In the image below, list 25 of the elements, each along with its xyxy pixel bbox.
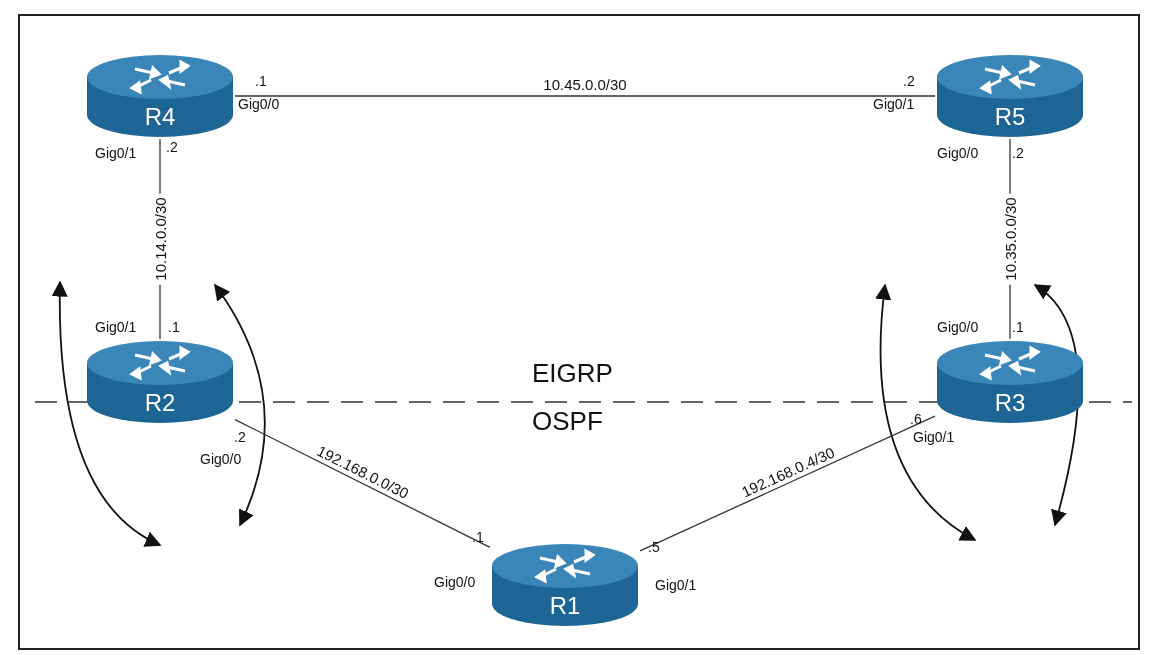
router-label: R5 (993, 105, 1027, 129)
interface-label: .5 (648, 540, 660, 554)
interface-label: .1 (472, 530, 484, 544)
edge-label: 10.35.0.0/30 (1002, 193, 1018, 285)
interface-label: .2 (166, 140, 178, 154)
interface-label: .6 (910, 412, 922, 426)
interface-label: .2 (1012, 146, 1024, 160)
interface-label: Gig0/1 (655, 578, 697, 592)
router-label: R3 (993, 391, 1027, 415)
link-line (234, 95, 936, 97)
interface-label: .1 (1012, 320, 1024, 334)
interface-label: .1 (168, 320, 180, 334)
router-label: R4 (143, 105, 177, 129)
interface-label: .1 (255, 74, 267, 88)
link-line (639, 415, 936, 552)
routing-domain-label: OSPF (532, 408, 603, 434)
interface-label: .2 (234, 430, 246, 444)
edge-label: 10.14.0.0/30 (152, 193, 168, 285)
interface-label: .2 (903, 74, 915, 88)
routing-domain-label: EIGRP (532, 360, 613, 386)
interface-label: Gig0/0 (200, 452, 242, 466)
link-line (234, 418, 491, 549)
router-label: R2 (143, 391, 177, 415)
router-label: R1 (548, 594, 582, 618)
interface-label: Gig0/1 (913, 430, 955, 444)
